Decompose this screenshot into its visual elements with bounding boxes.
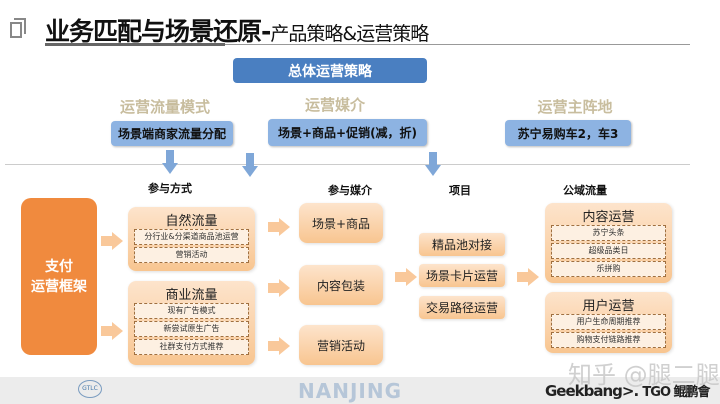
page-title: 业务匹配与场景还原-产品策略&运营策略 xyxy=(45,17,429,46)
geekbang-logo: Geekbang>. TGO 鲲鹏會 xyxy=(545,382,711,400)
main-position-box: 苏宁易购车2，车3 xyxy=(505,120,631,146)
group-item: 超级品类日 xyxy=(551,243,666,259)
natural-traffic-group: 自然流量 分行业&分渠道商品池运营 营销活动 xyxy=(128,207,255,271)
label-project: 项目 xyxy=(449,184,471,197)
group-item: 分行业&分渠道商品池运营 xyxy=(134,229,249,245)
overall-strategy-box: 总体运营策略 xyxy=(233,58,427,83)
right-arrow-icon xyxy=(101,322,123,340)
watermark: 知乎 @腿二腿 xyxy=(568,361,720,389)
content-ops-group: 内容运营 苏宁头条 超级品类日 乐拼购 xyxy=(545,203,672,283)
payment-framework-box: 支付运营框架 xyxy=(21,198,97,355)
media-item: 营销活动 xyxy=(299,325,383,365)
title-underline xyxy=(45,43,225,46)
slide-icon-back xyxy=(14,18,26,34)
project-item: 场景卡片运营 xyxy=(419,264,505,287)
divider xyxy=(5,164,690,165)
group-item: 社群支付方式推荐 xyxy=(134,339,249,355)
group-item: 用户生命周期推荐 xyxy=(551,314,666,330)
down-arrow-icon xyxy=(425,152,441,176)
right-arrow-icon xyxy=(268,218,290,236)
group-item: 购物支付链路推荐 xyxy=(551,332,666,348)
heading-main-position: 运营主阵地 xyxy=(537,98,613,116)
group-item: 乐拼购 xyxy=(551,261,666,277)
project-item: 交易路径运营 xyxy=(419,296,505,319)
group-title: 内容运营 xyxy=(582,210,635,225)
label-public-traffic: 公域流量 xyxy=(563,184,607,197)
label-participation: 参与方式 xyxy=(148,182,192,195)
right-arrow-icon xyxy=(268,337,290,355)
gtlc-logo: GTLC xyxy=(78,380,102,398)
label-media: 参与媒介 xyxy=(328,184,372,197)
group-item: 苏宁头条 xyxy=(551,225,666,241)
right-arrow-icon xyxy=(268,279,290,297)
group-title: 自然流量 xyxy=(165,214,218,229)
group-title: 商业流量 xyxy=(165,288,218,303)
nanjing-text: NANJING xyxy=(298,379,402,403)
right-arrow-icon xyxy=(395,268,417,286)
group-title: 用户运营 xyxy=(582,299,635,314)
right-arrow-icon xyxy=(517,268,539,286)
project-item: 精品池对接 xyxy=(419,233,505,256)
heading-media: 运营媒介 xyxy=(304,96,365,114)
media-item: 场景+商品 xyxy=(299,203,383,243)
title-rule xyxy=(225,44,690,45)
down-arrow-icon xyxy=(242,153,258,177)
group-item: 现有广告模式 xyxy=(134,303,249,319)
commercial-traffic-group: 商业流量 现有广告模式 新尝试原生广告 社群支付方式推荐 xyxy=(128,281,255,365)
media-box: 场景+商品+促销(减，折) xyxy=(268,119,427,146)
down-arrow-icon xyxy=(162,150,178,174)
user-ops-group: 用户运营 用户生命周期推荐 购物支付链路推荐 xyxy=(545,292,672,353)
heading-traffic-mode: 运营流量模式 xyxy=(119,98,210,116)
slide-icon xyxy=(10,22,22,38)
group-item: 营销活动 xyxy=(134,247,249,263)
footer-bar xyxy=(0,377,720,404)
right-arrow-icon xyxy=(101,232,123,250)
group-item: 新尝试原生广告 xyxy=(134,321,249,337)
media-item: 内容包装 xyxy=(299,265,383,305)
traffic-mode-box: 场景端商家流量分配 xyxy=(111,121,233,146)
